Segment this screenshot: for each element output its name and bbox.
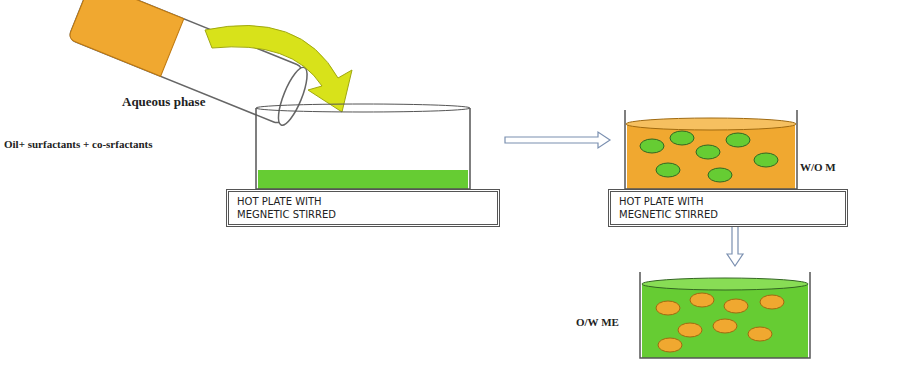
mixture-label: Oil+ surfactants + co-srfactants [4,138,152,150]
process-arrow [505,132,610,148]
mixture-label: W/O M [800,161,836,173]
hot-plate-box: HOT PLATE WITH MEGNETIC STIRRED [608,189,848,227]
phase-label: Aqueous phase [122,94,205,110]
mixture-label: O/W ME [576,316,619,328]
hot-plate-box: HOT PLATE WITH MEGNETIC STIRRED [226,189,500,227]
wo-beaker [625,110,797,189]
node-text: HOT PLATE WITH MEGNETIC STIRRED [229,192,370,224]
ow-beaker [640,272,810,358]
pouring-beaker [68,0,313,128]
pour-arrow [205,25,352,112]
process-arrow-down [727,226,743,266]
oil-beaker [256,104,470,189]
node-text: HOT PLATE WITH MEGNETIC STIRRED [611,192,752,224]
